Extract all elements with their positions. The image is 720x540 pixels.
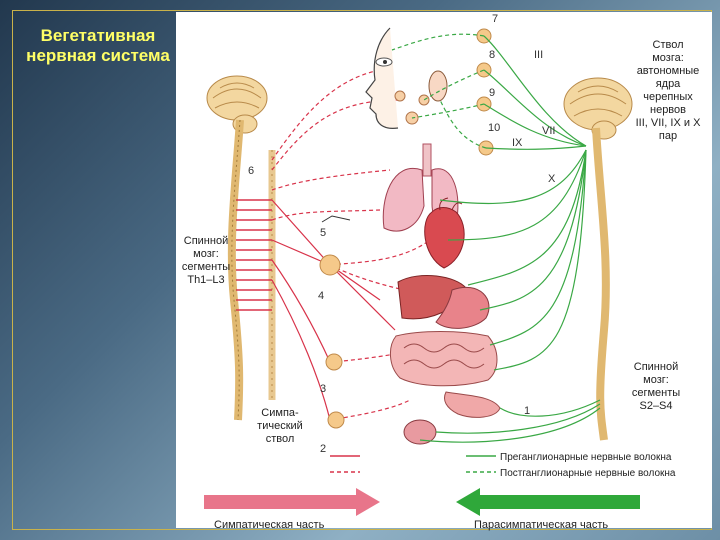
nerve-iii: III [534, 49, 543, 61]
svg-text:мозг:: мозг: [193, 248, 219, 260]
sympathetic-trunk-label: Симпа- тический ствол [257, 407, 303, 445]
svg-text:автономные: автономные [637, 65, 700, 77]
brainstem-label: Ствол мозга: автономные ядра черепных не… [636, 39, 701, 142]
slide-title: Вегетативная нервная система [26, 26, 170, 65]
label-2: 2 [320, 443, 326, 455]
sympathetic-caption: Симпатическая часть [214, 519, 325, 531]
svg-text:III, VII, IX и X: III, VII, IX и X [636, 117, 701, 129]
parasympathetic-caption: Парасимпатическая часть [474, 519, 608, 531]
sympathetic-ganglia [319, 254, 345, 429]
legend-post-text: Постганглионарные нервные волокна [500, 468, 676, 479]
legend-pre-text: Преганглионарные нервные волокна [500, 452, 672, 463]
label-3: 3 [320, 383, 326, 395]
nerve-ix: IX [512, 137, 523, 149]
svg-text:черепных: черепных [643, 91, 693, 103]
label-5: 5 [320, 227, 326, 239]
legend: Преганглионарные нервные волокна Постган… [330, 452, 676, 479]
head-profile [365, 27, 448, 129]
parasympathetic-fibers [391, 33, 601, 443]
label-6: 6 [248, 165, 254, 177]
spinal-upper-label: Спинной мозг: сегменты Th1–L3 [182, 235, 230, 286]
nerve-x: X [548, 173, 556, 185]
left-brain [206, 75, 268, 134]
svg-text:Спинной: Спинной [184, 235, 228, 247]
svg-text:мозга:: мозга: [652, 52, 684, 64]
svg-text:сегменты: сегменты [632, 387, 680, 399]
spinal-lower-label: Спинной мозг: сегменты S2–S4 [632, 361, 680, 412]
left-spinal-cord [227, 119, 244, 421]
svg-text:Ствол: Ствол [653, 39, 684, 51]
svg-text:ядра: ядра [656, 78, 681, 90]
label-9: 9 [489, 87, 495, 99]
intestines [390, 331, 501, 445]
label-1: 1 [524, 405, 530, 417]
nerve-vii: VII [542, 125, 555, 137]
svg-text:Симпа-: Симпа- [261, 407, 299, 419]
sympathetic-arrow [204, 488, 380, 516]
svg-text:сегменты: сегменты [182, 261, 230, 273]
svg-text:мозг:: мозг: [643, 374, 669, 386]
label-4: 4 [318, 290, 324, 302]
svg-text:Спинной: Спинной [634, 361, 678, 373]
svg-text:пар: пар [659, 130, 677, 142]
parasympathetic-arrow [456, 488, 640, 516]
right-spinal-cord [592, 127, 610, 441]
label-10: 10 [488, 122, 500, 134]
svg-text:S2–S4: S2–S4 [639, 400, 672, 412]
svg-text:Th1–L3: Th1–L3 [187, 274, 224, 286]
salivary-glands [394, 90, 430, 125]
heart [424, 197, 465, 269]
pointer-5 [321, 215, 351, 223]
right-brain [563, 77, 633, 140]
svg-text:ствол: ствол [266, 433, 295, 445]
spinal-segment-lines [236, 199, 272, 311]
liver-stomach [397, 275, 490, 329]
svg-text:нервов: нервов [650, 104, 686, 116]
label-7: 7 [492, 13, 498, 25]
svg-text:тический: тический [257, 420, 303, 432]
label-8: 8 [489, 49, 495, 61]
